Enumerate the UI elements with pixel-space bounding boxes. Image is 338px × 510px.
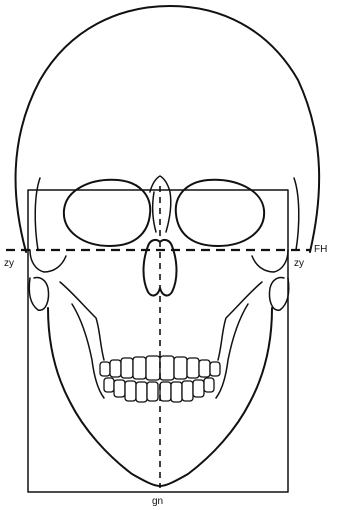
reference-rectangle [28,190,288,492]
left-temporal-line [35,178,40,250]
left-ramus-inner [72,304,104,398]
lower-teeth [104,378,214,402]
zy-left-label: zy [4,258,14,269]
left-zygoma [30,250,66,272]
gn-label: gn [152,496,163,507]
right-temporal-line [294,178,299,250]
right-mastoid [269,277,288,310]
fh-label: FH [314,244,327,255]
maxilla-left [60,282,104,360]
left-mastoid [29,277,48,310]
zy-right-label: zy [294,258,304,269]
right-ramus-inner [216,304,248,398]
cranium-outline [16,6,320,252]
right-zygoma [252,250,288,272]
